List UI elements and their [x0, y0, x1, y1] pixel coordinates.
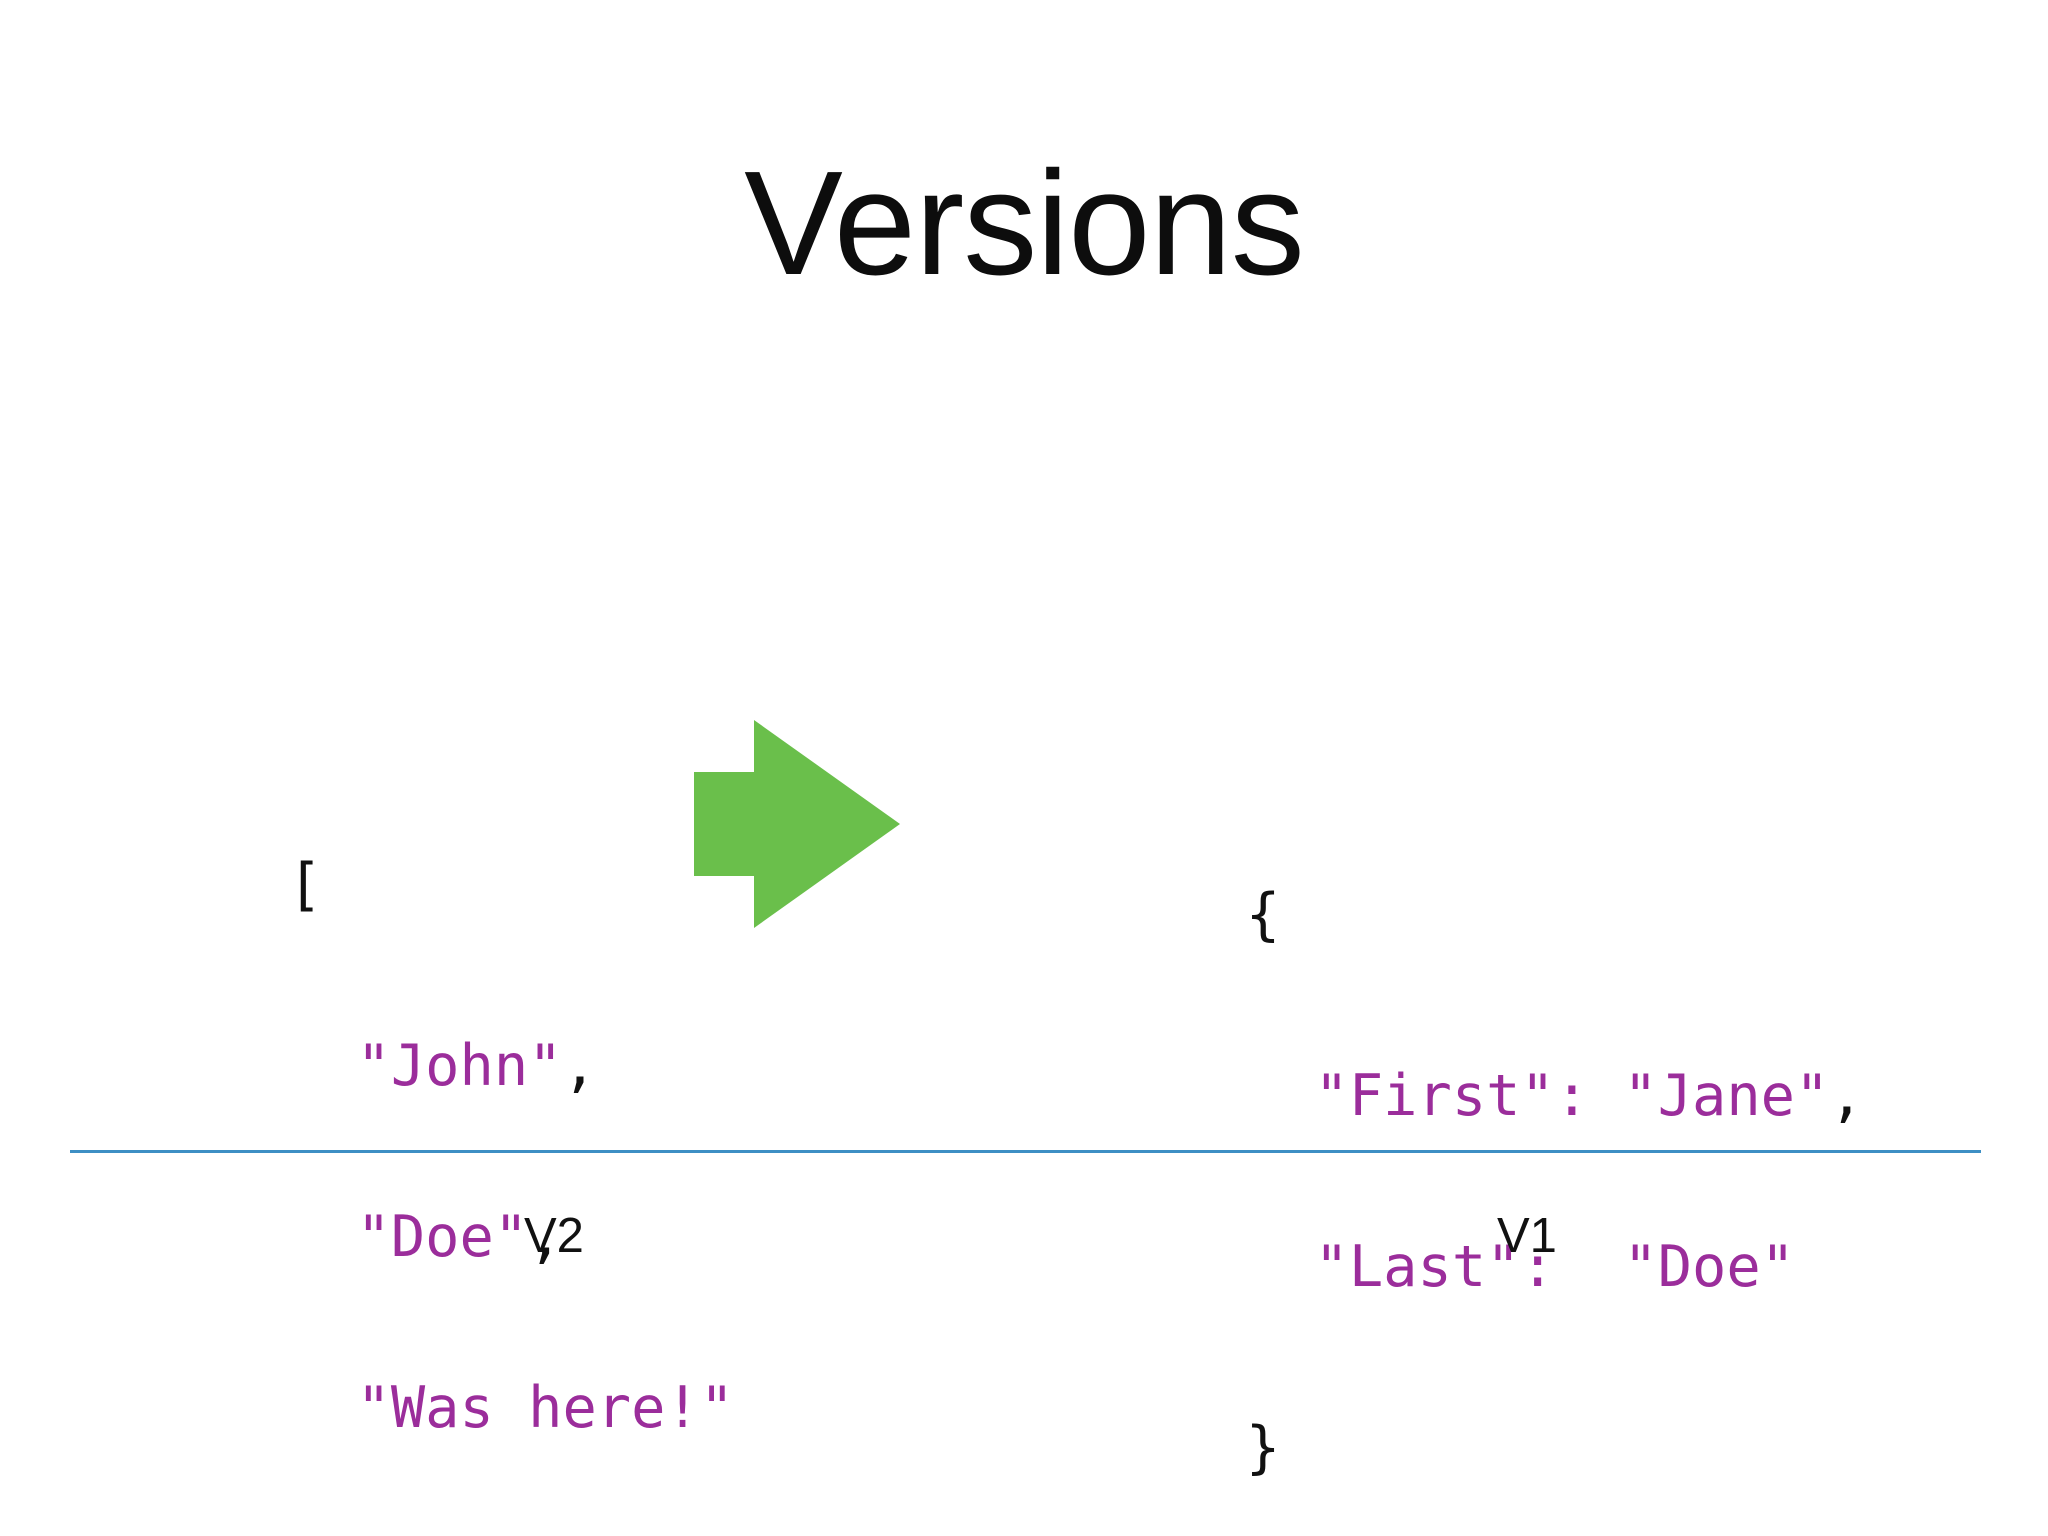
code-line: "First": "Jane",: [1040, 1011, 1864, 1125]
code-punct: ,: [562, 1033, 597, 1099]
version-label-v2: V2: [524, 1209, 584, 1263]
code-indent: [1246, 1063, 1315, 1129]
code-line: "Doe",: [82, 1152, 734, 1266]
code-string: "John": [356, 1033, 563, 1099]
code-string: "Doe": [356, 1204, 529, 1270]
code-indent: [288, 1033, 357, 1099]
code-block-v2: [ "John", "Doe", "Was here!" ]: [82, 686, 734, 1536]
code-line: "Last": "Doe": [1040, 1182, 1864, 1296]
version-label-v1: V1: [1497, 1209, 1557, 1263]
code-indent: [288, 1204, 357, 1270]
code-line: "Was here!": [82, 1323, 735, 1437]
code-indent: [1246, 1234, 1315, 1300]
section-divider: [70, 1150, 1981, 1153]
code-punct: ,: [1829, 1063, 1864, 1129]
code-line: "John",: [82, 981, 734, 1095]
page-title: Versions: [744, 141, 1305, 306]
code-line: [: [82, 800, 734, 914]
code-string: "Last": "Doe": [1314, 1234, 1795, 1300]
code-punct: [: [287, 852, 323, 918]
code-string: "First": "Jane": [1314, 1063, 1830, 1129]
arrow-right-icon: [694, 720, 900, 928]
code-string: "Was here!": [356, 1375, 735, 1441]
code-line: }: [1040, 1363, 1864, 1477]
code-line: ]: [82, 1504, 734, 1536]
code-block-v1: { "First": "Jane", "Last": "Doe" }: [1040, 716, 1864, 1534]
code-line: {: [1040, 830, 1864, 944]
code-punct: {: [1245, 882, 1281, 948]
code-indent: [288, 1375, 357, 1441]
code-punct: }: [1245, 1415, 1281, 1481]
code-punct: ,: [528, 1204, 563, 1270]
